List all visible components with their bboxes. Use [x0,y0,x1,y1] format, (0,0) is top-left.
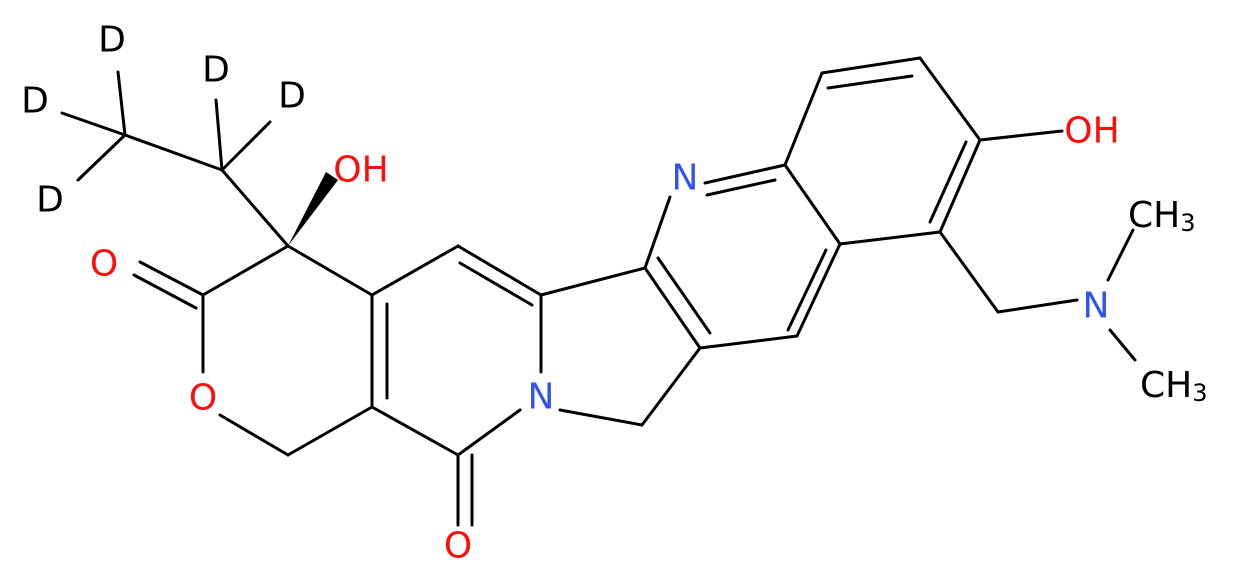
bond-b-d-inner [928,140,968,224]
bond-ch2-ring [286,405,374,457]
bond-quat-carbonyl [201,244,290,297]
bond-oring-ch2 [218,413,290,457]
bond-c-d-left [60,111,127,137]
bond-b-a [783,71,824,167]
bond-n-ch3-upper [1106,228,1135,282]
bond-q-a [643,195,672,270]
hydroxyl-label-ring: OH [1064,111,1119,152]
deuterium-label-3: D [36,180,64,221]
bond-five-d [558,408,644,427]
nitrogen-label-amine: N [1083,286,1110,327]
bond-b-c [918,56,982,142]
bond-layer [60,56,1137,527]
methyl-label-lower: CH3 [1140,365,1208,408]
bond-b-d [938,138,982,234]
bond-q-d-inner [786,248,828,332]
bond-n-ch3-lower [1108,328,1137,362]
bond-q-b-inner [705,178,777,197]
bond-q-c [783,163,842,246]
nitrogen-label-ring: N [528,377,555,418]
bond-cd3-cd2 [123,133,224,172]
bond-ring-c-inner [458,261,534,307]
deuterium-label-5: D [278,76,306,117]
stereo-wedge [288,172,338,246]
bond-five-b-inner [656,256,712,335]
bond-five-c [640,346,702,427]
deuterium-label-1: D [98,20,126,61]
oxygen-label-lactone-ring: O [189,378,217,419]
bond-c-d-top [116,70,127,137]
bond-ch2-n [996,298,1079,314]
hydroxyl-label-ethyl: OH [333,150,388,191]
bond-c-ch2 [938,230,1000,314]
bond-c-d-upper [214,98,224,172]
bond-q-e [698,334,799,350]
bond-b-b [820,56,922,75]
deuterium-label-2: D [21,81,49,122]
bond-amide-ring [370,405,460,457]
atom-labels: D D D D D OH OH O O O N N N CH3 CH3 [21,20,1207,567]
oxygen-label-amide: O [444,526,472,567]
nitrogen-label-quinoline: N [672,158,699,199]
bond-n-amide [456,408,522,457]
bond-c-d-lower [76,133,127,182]
bond-co-a [138,260,205,297]
bond-b-e [838,230,942,246]
deuterium-label-4: D [202,50,230,91]
bond-five-a [539,266,647,297]
bond-c-d-right [220,120,272,172]
bond-co-b [132,273,198,310]
oxygen-label-lactone-carbonyl: O [90,244,118,285]
bond-ring-c [456,244,543,297]
bond-cd2-quaternary [220,168,290,248]
methyl-label-upper: CH3 [1128,195,1196,238]
bond-c-oh [978,129,1064,142]
bond-five-b [643,266,702,350]
bond-quat-ring [286,244,374,297]
bond-ring-b [370,244,460,297]
bond-q-d [795,242,842,338]
bond-q-b [703,163,787,185]
bond-b-b-inner [826,74,914,90]
